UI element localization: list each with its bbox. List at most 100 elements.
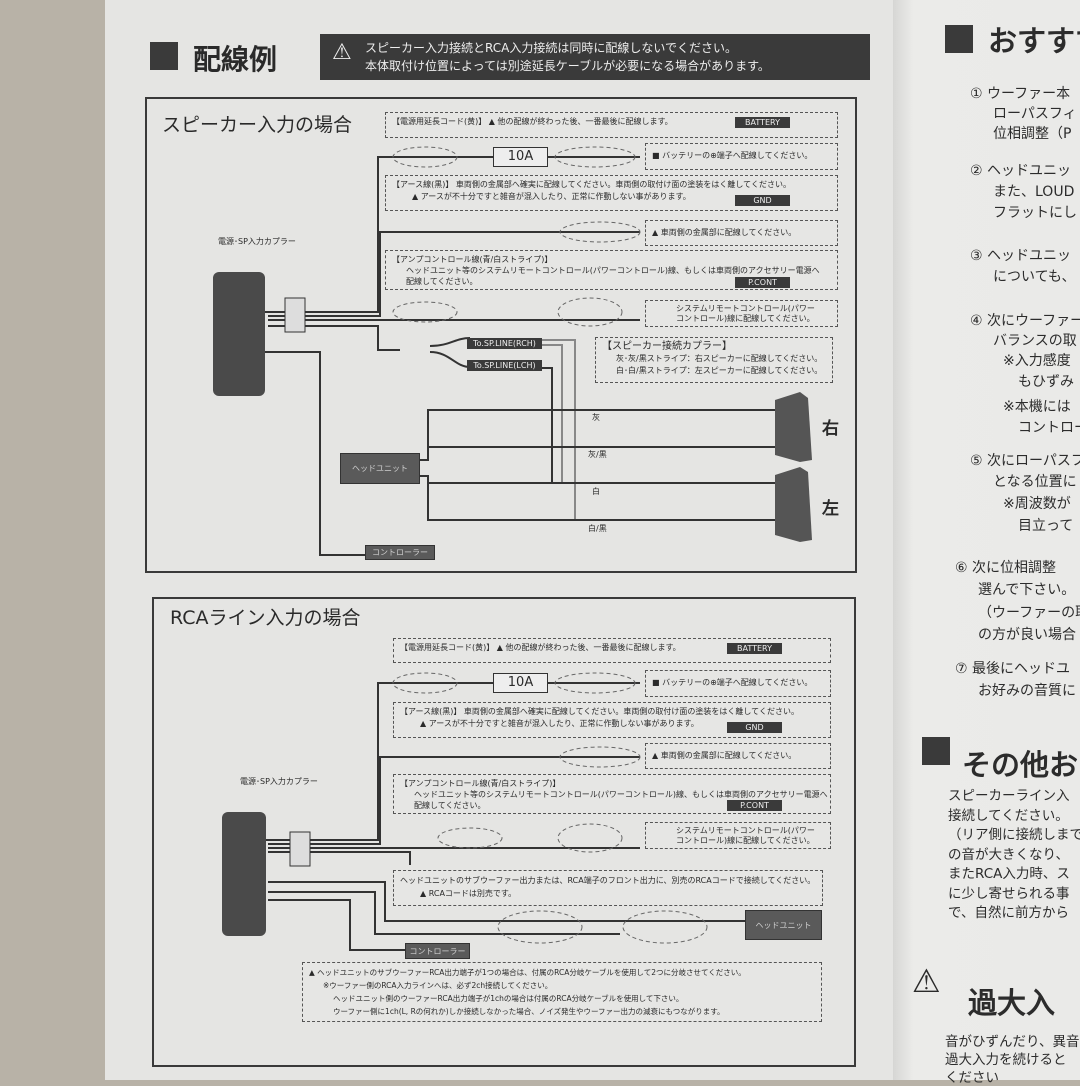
step-line: （ウーファーの取 bbox=[978, 605, 1080, 621]
warning-line: スピーカー入力接続とRCA入力接続は同時に配線しないでください。 bbox=[365, 41, 737, 55]
paragraph-line: 接続してください。 bbox=[948, 807, 1069, 824]
warning-icon: ⚠ bbox=[332, 40, 352, 65]
step-line: となる位置に bbox=[993, 474, 1077, 490]
controller-box: コントローラー bbox=[365, 545, 435, 560]
note-text: 配線してください。 bbox=[406, 277, 478, 286]
step-line: ① ウーファー本 bbox=[970, 86, 1071, 102]
step-line: 選んで下さい。 bbox=[978, 582, 1076, 598]
battery-badge: BATTERY bbox=[727, 643, 782, 654]
step-line: お好みの音質に bbox=[978, 683, 1076, 699]
battery-dest-note: ■ バッテリーの⊕端子へ配線してください。 bbox=[645, 670, 831, 697]
step-line: ② ヘッドユニッ bbox=[970, 163, 1072, 179]
wire-label: 灰 bbox=[592, 413, 600, 422]
paragraph-line: で、自然に前方から bbox=[948, 905, 1069, 921]
step-line: バランスの取 bbox=[993, 333, 1077, 349]
step-line: もひずみ bbox=[1018, 374, 1074, 390]
controller-box: コントローラー bbox=[405, 943, 470, 959]
step-line: また、LOUD bbox=[993, 184, 1075, 200]
paragraph-line: の音が大きくなり、 bbox=[948, 846, 1069, 863]
note-text: 【電源用延長コード(黄)】 ▲ 他の配線が終わった後、一番最後に配線します。 bbox=[400, 643, 681, 652]
paragraph-line: スピーカーライン入 bbox=[948, 788, 1070, 804]
fuse-label: 10A bbox=[493, 147, 548, 167]
step-line: ⑦ 最後にヘッドユ bbox=[955, 661, 1071, 677]
left-speaker-label: 左 bbox=[822, 499, 839, 519]
rch-badge: To.SP.LINE(RCH) bbox=[467, 338, 542, 349]
page-title: 配線例 bbox=[193, 43, 278, 76]
step-line: ※周波数が bbox=[1003, 496, 1071, 512]
section-square-icon bbox=[150, 42, 178, 70]
note-text: 【アンプコントロール線(青/白ストライプ)】 bbox=[400, 779, 561, 788]
warning-icon: ⚠ bbox=[912, 962, 941, 1000]
note-text: ▲ アースが不十分ですと雑音が混入したり、正常に作動しない事があります。 bbox=[420, 719, 699, 728]
note-text: 【アース線(黒)】 車両側の金属部へ確実に配線してください。車両側の取付け面の塗… bbox=[400, 707, 799, 716]
wire-label: 灰/黒 bbox=[588, 450, 607, 459]
amplifier-unit bbox=[222, 812, 266, 936]
battery-dest-note: ■ バッテリーの⊕端子へ配線してください。 bbox=[645, 143, 838, 170]
step-line: フラットにし bbox=[993, 205, 1077, 221]
car-icon: ▲ bbox=[652, 228, 661, 237]
note-text: 【アース線(黒)】 車両側の金属部へ確実に配線してください。車両側の取付け面の塗… bbox=[392, 180, 791, 189]
recommended-settings-heading: おすすす bbox=[988, 24, 1080, 58]
step-line: ※入力感度 bbox=[1003, 353, 1071, 369]
step-line: 目立って bbox=[1018, 518, 1074, 534]
paragraph-line: に少し寄せられる事 bbox=[948, 885, 1070, 902]
note-text: ヘッドユニット等のシステムリモートコントロール(パワーコントロール)線、もしくは… bbox=[406, 266, 820, 275]
note-text: ▲ RCAコードは別売です。 bbox=[420, 889, 517, 898]
lch-badge: To.SP.LINE(LCH) bbox=[467, 360, 542, 371]
note-text: 配線してください。 bbox=[414, 801, 486, 810]
step-line: ⑤ 次にローパスフ bbox=[970, 453, 1080, 469]
note-text: 白･白/黒ストライプ：左スピーカーに配線してください。 bbox=[616, 366, 823, 375]
battery-icon: ■ bbox=[652, 151, 663, 160]
step-line: 位相調整（P bbox=[993, 126, 1072, 142]
fuse-label: 10A bbox=[493, 673, 548, 693]
note-text: ヘッドユニットのサブウーファー出力または、RCA端子のフロント出力に、別売のRC… bbox=[400, 876, 816, 885]
warning-banner: ⚠ スピーカー入力接続とRCA入力接続は同時に配線しないでください。 本体取付け… bbox=[320, 34, 870, 80]
battery-icon: ■ bbox=[652, 678, 663, 687]
paragraph-line: 音がひずんだり、異音 bbox=[945, 1034, 1080, 1050]
note-text: 【スピーカー接続カプラー】 bbox=[602, 341, 732, 352]
amplifier-unit bbox=[213, 272, 265, 396]
note-text: ヘッドユニット等のシステムリモートコントロール(パワーコントロール)線、もしくは… bbox=[414, 790, 828, 799]
note-text: 【アンプコントロール線(青/白ストライプ)】 bbox=[392, 255, 553, 264]
step-line: についても、 bbox=[993, 269, 1076, 285]
note-text: システムリモートコントロール(パワー bbox=[676, 304, 815, 313]
warning-line: 本体取付け位置によっては別途延長ケーブルが必要になる場合があります。 bbox=[365, 59, 770, 73]
panel-title: スピーカー入力の場合 bbox=[162, 114, 353, 136]
rca-input-panel bbox=[152, 597, 856, 1067]
note-text: ※ウーファー側のRCA入力ラインへは、必ず2ch接続してください。 bbox=[323, 981, 553, 990]
note-text: 【電源用延長コード(黄)】 ▲ 他の配線が終わった後、一番最後に配線します。 bbox=[392, 117, 673, 126]
note-text: ▲ ヘッドユニットのサブウーファーRCA出力端子が1つの場合は、付属のRCA分岐… bbox=[309, 968, 746, 977]
step-line: ④ 次にウーファー bbox=[970, 313, 1080, 329]
panel-title: RCAライン入力の場合 bbox=[170, 607, 361, 629]
note-text: ▲ アースが不十分ですと雑音が混入したり、正常に作動しない事があります。 bbox=[412, 192, 691, 201]
note-text: システムリモートコントロール(パワー bbox=[676, 826, 815, 835]
ground-dest-note: ▲ 車両側の金属部に配線してください。 bbox=[645, 220, 838, 246]
coupler-label: 電源･SP入力カプラー bbox=[218, 237, 296, 246]
section-square-icon bbox=[945, 25, 973, 53]
note-text: ヘッドユニット側のウーファーRCA出力端子が1chの場合は付属のRCA分岐ケーブ… bbox=[333, 994, 684, 1003]
paragraph-line: ください bbox=[945, 1070, 999, 1086]
paragraph-line: （リア側に接続しまで bbox=[948, 827, 1080, 843]
step-line: コントロー bbox=[1018, 420, 1080, 436]
note-text: コントロール)線に配線してください。 bbox=[676, 836, 815, 845]
head-unit-box: ヘッドユニット bbox=[340, 453, 420, 484]
wire-label: 白/黒 bbox=[588, 524, 607, 533]
paragraph-line: またRCA入力時、ス bbox=[948, 866, 1070, 882]
rca-cord-note: ヘッドユニットのサブウーファー出力または、RCA端子のフロント出力に、別売のRC… bbox=[393, 870, 823, 906]
section-square-icon bbox=[922, 737, 950, 765]
gnd-badge: GND bbox=[727, 722, 782, 733]
remote-dest-note: システムリモートコントロール(パワーコントロール)線に配線してください。 bbox=[645, 822, 831, 849]
ground-dest-note: ▲ 車両側の金属部に配線してください。 bbox=[645, 743, 831, 769]
step-line: ローパスフィ bbox=[993, 106, 1077, 122]
rca-split-note: ▲ ヘッドユニットのサブウーファーRCA出力端子が1つの場合は、付属のRCA分岐… bbox=[302, 962, 822, 1022]
step-line: の方が良い場合 bbox=[978, 627, 1076, 643]
battery-badge: BATTERY bbox=[735, 117, 790, 128]
right-speaker-label: 右 bbox=[822, 419, 839, 439]
pcont-badge: P.CONT bbox=[727, 800, 782, 811]
pcont-badge: P.CONT bbox=[735, 277, 790, 288]
wire-label: 白 bbox=[592, 487, 600, 496]
other-heading: その他お bbox=[962, 748, 1079, 782]
power-cord-note: 【電源用延長コード(黄)】 ▲ 他の配線が終わった後、一番最後に配線します。 bbox=[393, 638, 831, 663]
note-text: ウーファー側に1ch(L, Rの何れか)しか接続しなかった場合、ノイズ発生やウー… bbox=[333, 1007, 725, 1016]
note-text: 車両側の金属部に配線してください。 bbox=[660, 228, 797, 237]
